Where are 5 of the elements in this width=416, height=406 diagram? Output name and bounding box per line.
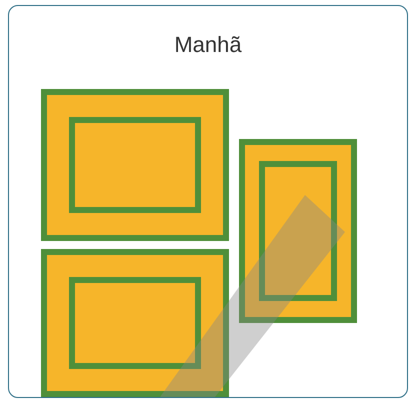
title: Manhã xyxy=(173,32,243,58)
tile xyxy=(40,88,228,240)
rounded-frame xyxy=(8,5,408,398)
tile xyxy=(238,138,356,322)
tile xyxy=(40,248,228,396)
